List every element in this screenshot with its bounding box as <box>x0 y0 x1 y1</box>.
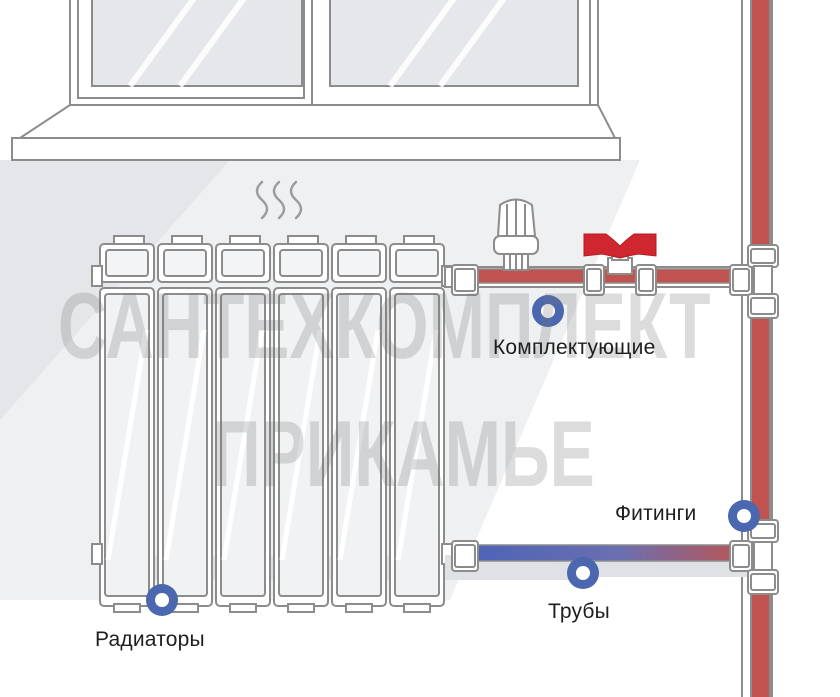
radiator-plug <box>91 265 103 287</box>
pipe-fitting <box>451 264 479 296</box>
thermostatic-head <box>493 198 539 271</box>
marker-dot <box>532 295 564 327</box>
radiator-section <box>273 235 329 613</box>
fittings <box>451 244 779 595</box>
return-pipe <box>445 544 751 577</box>
pipe-fitting <box>729 540 753 572</box>
pipe-fitting <box>451 540 479 572</box>
label-connectors: Фитинги <box>615 502 697 525</box>
ball-valve <box>583 233 657 275</box>
window <box>11 0 621 161</box>
radiator-section <box>157 235 213 613</box>
window-glare <box>127 0 507 88</box>
pipe-fitting <box>729 264 753 296</box>
heat-waves <box>255 180 303 220</box>
markers <box>146 295 760 616</box>
label-radiators: Радиаторы <box>95 628 205 651</box>
pipe-fitting <box>583 264 605 296</box>
marker-dot <box>567 557 599 589</box>
marker-dot <box>728 500 760 532</box>
radiator-plug <box>91 543 103 565</box>
radiator-section <box>331 235 387 613</box>
tee-body <box>753 265 773 295</box>
radiator-section <box>389 235 445 613</box>
label-fittings: Комплектующие <box>493 336 656 359</box>
pipe-fitting <box>747 244 779 268</box>
label-pipes: Трубы <box>548 600 610 623</box>
pipe-fitting <box>747 569 779 595</box>
radiator <box>91 235 453 613</box>
pipe-fitting <box>747 293 779 319</box>
pipe-fitting <box>635 264 657 296</box>
tee-body <box>753 541 773 571</box>
marker-dot <box>146 584 178 616</box>
radiator-section <box>99 235 155 613</box>
radiator-section <box>215 235 271 613</box>
